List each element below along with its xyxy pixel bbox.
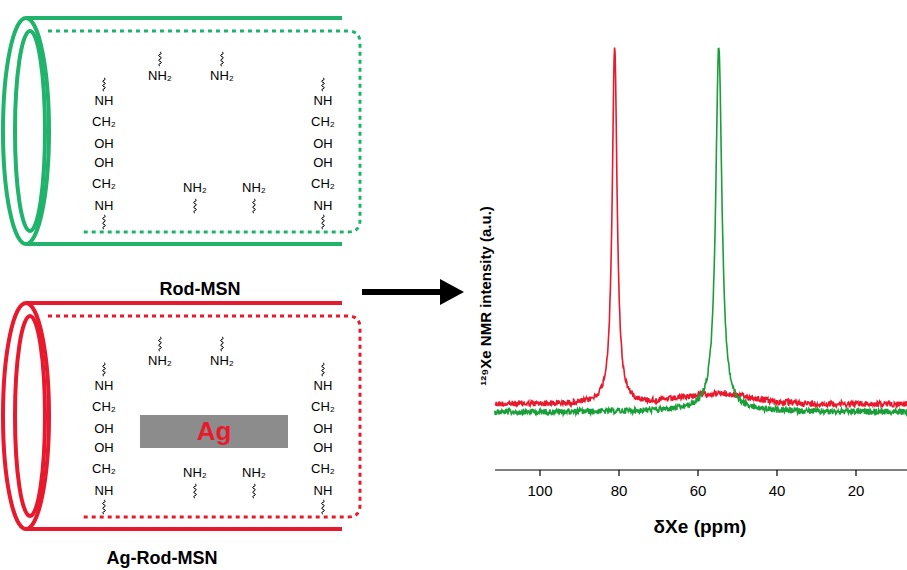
linker-bond <box>103 78 106 91</box>
chemical-group: CH₂ <box>92 177 116 191</box>
tick-mark <box>539 470 540 476</box>
nmr-spectra <box>495 48 907 415</box>
tick-label: 20 <box>848 483 865 500</box>
silver-box: Ag <box>140 415 288 448</box>
chemical-group: OH <box>94 137 114 151</box>
linker-bonds <box>103 52 325 514</box>
element-label: Ag <box>197 417 232 446</box>
chemical-group: NH <box>95 379 114 393</box>
linker-bond <box>322 215 325 229</box>
process-arrow <box>362 279 464 305</box>
chemical-group: NH₂ <box>242 466 266 480</box>
chemical-group: CH₂ <box>311 177 335 191</box>
linker-bond <box>194 199 197 213</box>
chemical-group: CH₂ <box>92 400 116 414</box>
red-spectrum <box>495 48 907 407</box>
chemical-group: NH <box>95 199 114 213</box>
chemical-group: CH₂ <box>311 400 335 414</box>
green-tube <box>3 18 360 244</box>
linker-bond <box>221 337 224 351</box>
tick-label: 80 <box>611 483 628 500</box>
chemical-group: OH <box>94 441 114 455</box>
chemical-group: OH <box>313 441 333 455</box>
red-tube <box>3 303 360 529</box>
linker-bond <box>253 484 256 498</box>
chemical-group: OH <box>94 422 114 436</box>
tick-mark <box>618 470 619 476</box>
chemical-group: OH <box>94 156 114 170</box>
sample-caption: Rod-MSN <box>160 280 241 300</box>
linker-bond <box>159 337 162 351</box>
x-axis <box>495 470 907 476</box>
linker-bond <box>322 78 325 91</box>
axis-title: δXe (ppm) <box>654 517 747 538</box>
chemical-group: OH <box>313 156 333 170</box>
tick-label: 40 <box>769 483 786 500</box>
linker-bond <box>253 199 256 213</box>
chemical-group: OH <box>313 422 333 436</box>
chemical-group: NH₂ <box>242 181 266 195</box>
tick-mark <box>855 470 856 476</box>
axis-title: ¹²⁹Xe NMR intensity (a.u.) <box>478 206 495 386</box>
sample-caption: Ag-Rod-MSN <box>107 549 218 569</box>
chemical-group: CH₂ <box>311 115 335 129</box>
chemical-group: NH <box>314 379 333 393</box>
green-spectrum <box>495 48 907 414</box>
chemical-group: NH <box>95 94 114 108</box>
chemical-group: CH₂ <box>92 115 116 129</box>
chemical-group: NH <box>314 199 333 213</box>
chemical-group: CH₂ <box>311 462 335 476</box>
linker-bond <box>221 52 224 66</box>
chemical-group: NH₂ <box>210 354 234 368</box>
tick-mark <box>697 470 698 476</box>
chemical-group: NH₂ <box>183 466 207 480</box>
linker-bond <box>194 484 197 498</box>
chemical-group: NH₂ <box>183 181 207 195</box>
linker-bond <box>322 363 325 376</box>
chemical-group: OH <box>313 137 333 151</box>
chemical-group: NH <box>314 484 333 498</box>
linker-bond <box>159 52 162 66</box>
tick-label: 100 <box>527 483 552 500</box>
chemical-group: CH₂ <box>92 462 116 476</box>
linker-bond <box>322 500 325 514</box>
linker-bond <box>103 500 106 514</box>
chemical-group: NH <box>314 94 333 108</box>
chemical-group: NH <box>95 484 114 498</box>
linker-bond <box>103 215 106 229</box>
chemical-group: NH₂ <box>210 69 234 83</box>
chemical-group: NH₂ <box>148 354 172 368</box>
tick-label: 60 <box>690 483 707 500</box>
linker-bond <box>103 363 106 376</box>
tick-mark <box>776 470 777 476</box>
chemical-group: NH₂ <box>148 69 172 83</box>
